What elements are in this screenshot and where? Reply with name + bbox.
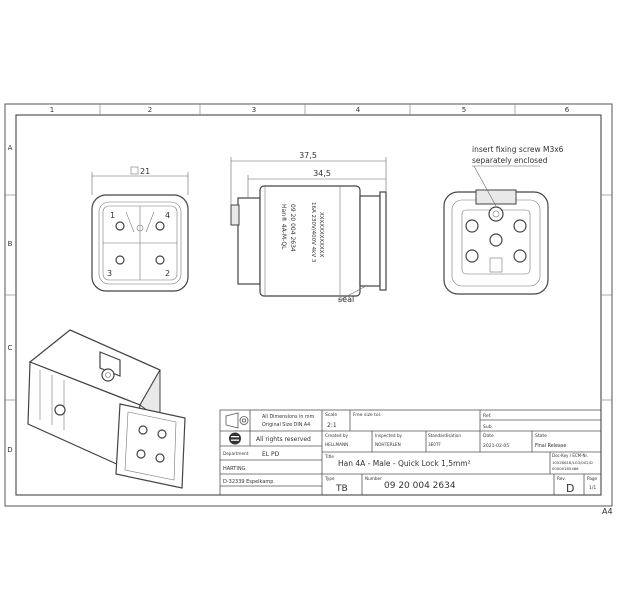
tb-inspected-value: NOHTERLEN [375,442,401,447]
tb-free-size: Free size tol. [353,412,381,418]
grid-row-D: D [7,446,12,454]
title-block: All Dimensions in mm Original Size DIN A… [219,409,602,496]
front-pin-2: 2 [165,269,170,278]
tb-dept-value: EL PD [262,451,280,458]
front-pin-1: 1 [110,211,115,220]
tb-scale-value: 2:1 [327,422,337,429]
screw-note-1: insert fixing screw M3x6 [472,145,564,154]
grid-col-2: 2 [148,106,152,114]
tb-number-label: Number [365,476,382,481]
tb-type-label: Type [324,476,335,481]
rear-view: insert fixing screw M3x6 separately encl… [443,145,564,295]
front-view: 1 2 3 4 21 [91,166,189,292]
grid-ticks [5,104,612,401]
grid-row-C: C [8,344,13,352]
tb-units-1: All Dimensions in mm [262,414,315,420]
grid-row-A: A [8,144,13,152]
tb-rev-label: Rev. [557,476,566,481]
side-view: Han® 4A-M-QL 09 20 004 2634 16A 230V/400… [230,151,387,304]
grid-row-B: B [8,240,13,248]
dim-body-length: 34,5 [313,169,331,178]
tb-ref: Ref. [483,413,491,419]
tb-state-label: State [535,433,547,439]
tb-units-2: Original Size DIN A4 [262,422,310,428]
tb-inspected-label: Inspected by [375,433,402,438]
tb-page-label: Page [587,476,598,481]
tb-title-label: Title [324,454,334,459]
seal-label: seal [338,295,354,304]
front-pin-4: 4 [165,211,170,220]
grid-col-4: 4 [356,106,361,114]
dim-front-square: 21 [140,167,150,176]
tb-doc-key-1: 10026618/LG3/002/D [552,460,593,465]
grid-col-6: 6 [565,106,570,114]
tb-dept-label: Department [223,451,249,456]
projection-symbol-icon [225,412,249,429]
tb-title-value: Han 4A - Male - Quick Lock 1,5mm² [338,459,471,468]
harting-logo-icon [229,432,241,445]
tb-doc-key-label: Doc-Key / ECM-Nr. [552,453,588,458]
tb-type-value: TB [335,484,348,494]
tb-page-value: 1/1 [589,485,596,491]
tb-sub: Sub. [483,424,493,430]
side-marking-4: XXXXXXXXXXXX [318,212,324,257]
dim-overall-length: 37,5 [299,151,317,160]
grid-col-5: 5 [462,106,466,114]
tb-rights: All rights reserved [256,436,311,443]
sheet-format: A4 [602,507,613,516]
side-marking-2: 09 20 004 2634 [289,204,296,252]
side-marking-1: Han® 4A-M-QL [280,204,287,250]
screw-note-2: separately enclosed [472,156,548,165]
tb-created-value: HELLMANN [325,442,348,447]
tb-company: HARTING [223,466,246,472]
outer-frame [4,103,613,507]
front-pin-3: 3 [107,269,112,278]
side-marking-3: 16A 230V/400V 4kV 3 [310,202,316,263]
tb-scale-label: Scale [325,412,337,418]
tb-doc-key-2: 00000185486 [552,466,579,471]
tb-std-value: 3E0TF [428,442,442,447]
tb-number-value: 09 20 004 2634 [384,481,456,491]
tb-std-label: Standardisation [428,433,461,438]
tb-state-value: Final Release [535,443,566,449]
grid-col-1: 1 [50,106,54,114]
tb-created-label: Created by [325,433,349,438]
tb-rev-value: D [566,482,574,495]
tb-address: D-32339 Espelkamp [223,479,273,485]
tb-date-label: Date [483,433,494,439]
isometric-view [27,329,186,489]
tb-date-value: 2021-02-05 [483,443,509,449]
grid-col-3: 3 [252,106,256,114]
